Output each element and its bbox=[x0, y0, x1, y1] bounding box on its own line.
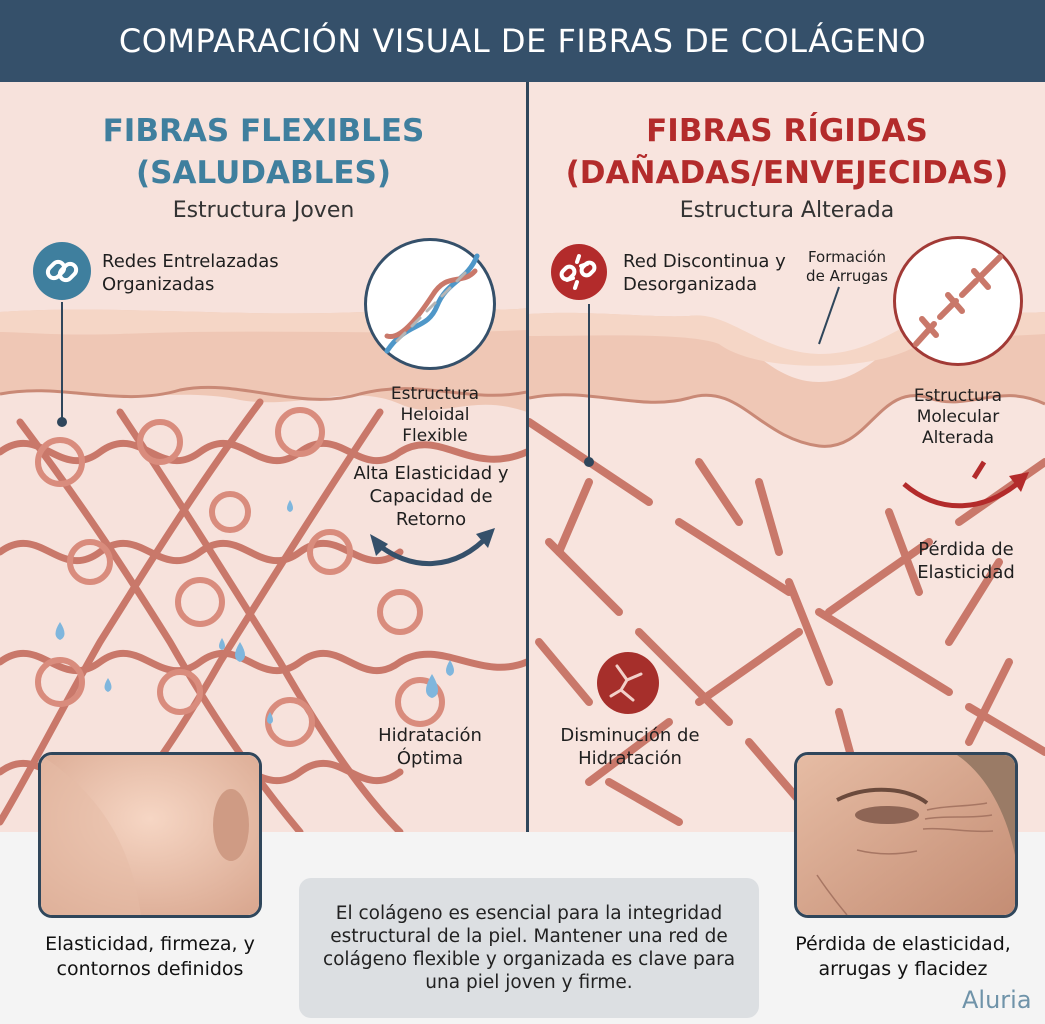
curved-double-arrow-icon bbox=[373, 532, 492, 566]
brand-logo: Aluria bbox=[962, 986, 1032, 1014]
healthy-skin-illustration bbox=[0, 302, 527, 832]
right-title-line1: FIBRAS RÍGIDAS bbox=[646, 113, 928, 149]
young-skin-photo bbox=[38, 752, 262, 918]
molecular-label: Estructura Molecular Alterada bbox=[913, 386, 1003, 448]
right-panel-subtitle: Estructura Alterada bbox=[679, 198, 895, 223]
left-panel-title: FIBRAS FLEXIBLES (SALUDABLES) bbox=[0, 110, 527, 194]
left-photo-caption: Elasticidad, firmeza, y contornos defini… bbox=[45, 933, 255, 980]
cracked-circle-icon bbox=[597, 652, 659, 714]
left-panel-subtitle: Estructura Joven bbox=[172, 198, 355, 223]
damaged-skin-illustration bbox=[529, 286, 1045, 826]
panel-rigid-fibers: FIBRAS RÍGIDAS (DAÑADAS/ENVEJECIDAS) Est… bbox=[529, 82, 1045, 832]
hydration-label: Hidratación Óptima bbox=[378, 725, 482, 769]
broken-chain-icon bbox=[551, 244, 607, 300]
elasticity-loss-label: Pérdida de Elasticidad bbox=[917, 539, 1015, 583]
network-label: Redes Entrelazadas Organizadas bbox=[102, 251, 279, 295]
broken-helix-icon bbox=[893, 236, 1023, 366]
hydration-loss-label: Disminución de Hidratación bbox=[560, 725, 700, 769]
left-title-line1: FIBRAS FLEXIBLES bbox=[102, 113, 425, 149]
aged-skin-photo bbox=[794, 752, 1018, 918]
double-helix-icon bbox=[364, 238, 496, 370]
water-drops-icon bbox=[55, 500, 454, 724]
page-title: COMPARACIÓN VISUAL DE FIBRAS DE COLÁGENO bbox=[118, 22, 927, 60]
right-panel-title: FIBRAS RÍGIDAS (DAÑADAS/ENVEJECIDAS) bbox=[529, 110, 1045, 194]
info-box: El colágeno es esencial para la integrid… bbox=[299, 878, 759, 1018]
header-bar: COMPARACIÓN VISUAL DE FIBRAS DE COLÁGENO bbox=[0, 0, 1045, 82]
chain-link-icon bbox=[33, 242, 91, 300]
panel-divider bbox=[526, 82, 529, 832]
broken-network-label: Red Discontinua y Desorganizada bbox=[623, 251, 786, 295]
info-text: El colágeno es esencial para la integrid… bbox=[322, 903, 736, 993]
panel-flexible-fibers: FIBRAS FLEXIBLES (SALUDABLES) Estructura… bbox=[0, 82, 527, 832]
curved-arrow-icon bbox=[902, 476, 1026, 509]
right-photo-caption: Pérdida de elasticidad, arrugas y flacid… bbox=[795, 933, 1011, 980]
helix-label: Estructura Heloidal Flexible bbox=[390, 384, 480, 446]
wrinkle-label: Formación de Arrugas bbox=[806, 248, 888, 285]
right-title-line2: (DAÑADAS/ENVEJECIDAS) bbox=[565, 155, 1009, 191]
left-title-line2: (SALUDABLES) bbox=[135, 155, 392, 191]
elasticity-label: Alta Elasticidad y Capacidad de Retorno bbox=[353, 463, 509, 530]
